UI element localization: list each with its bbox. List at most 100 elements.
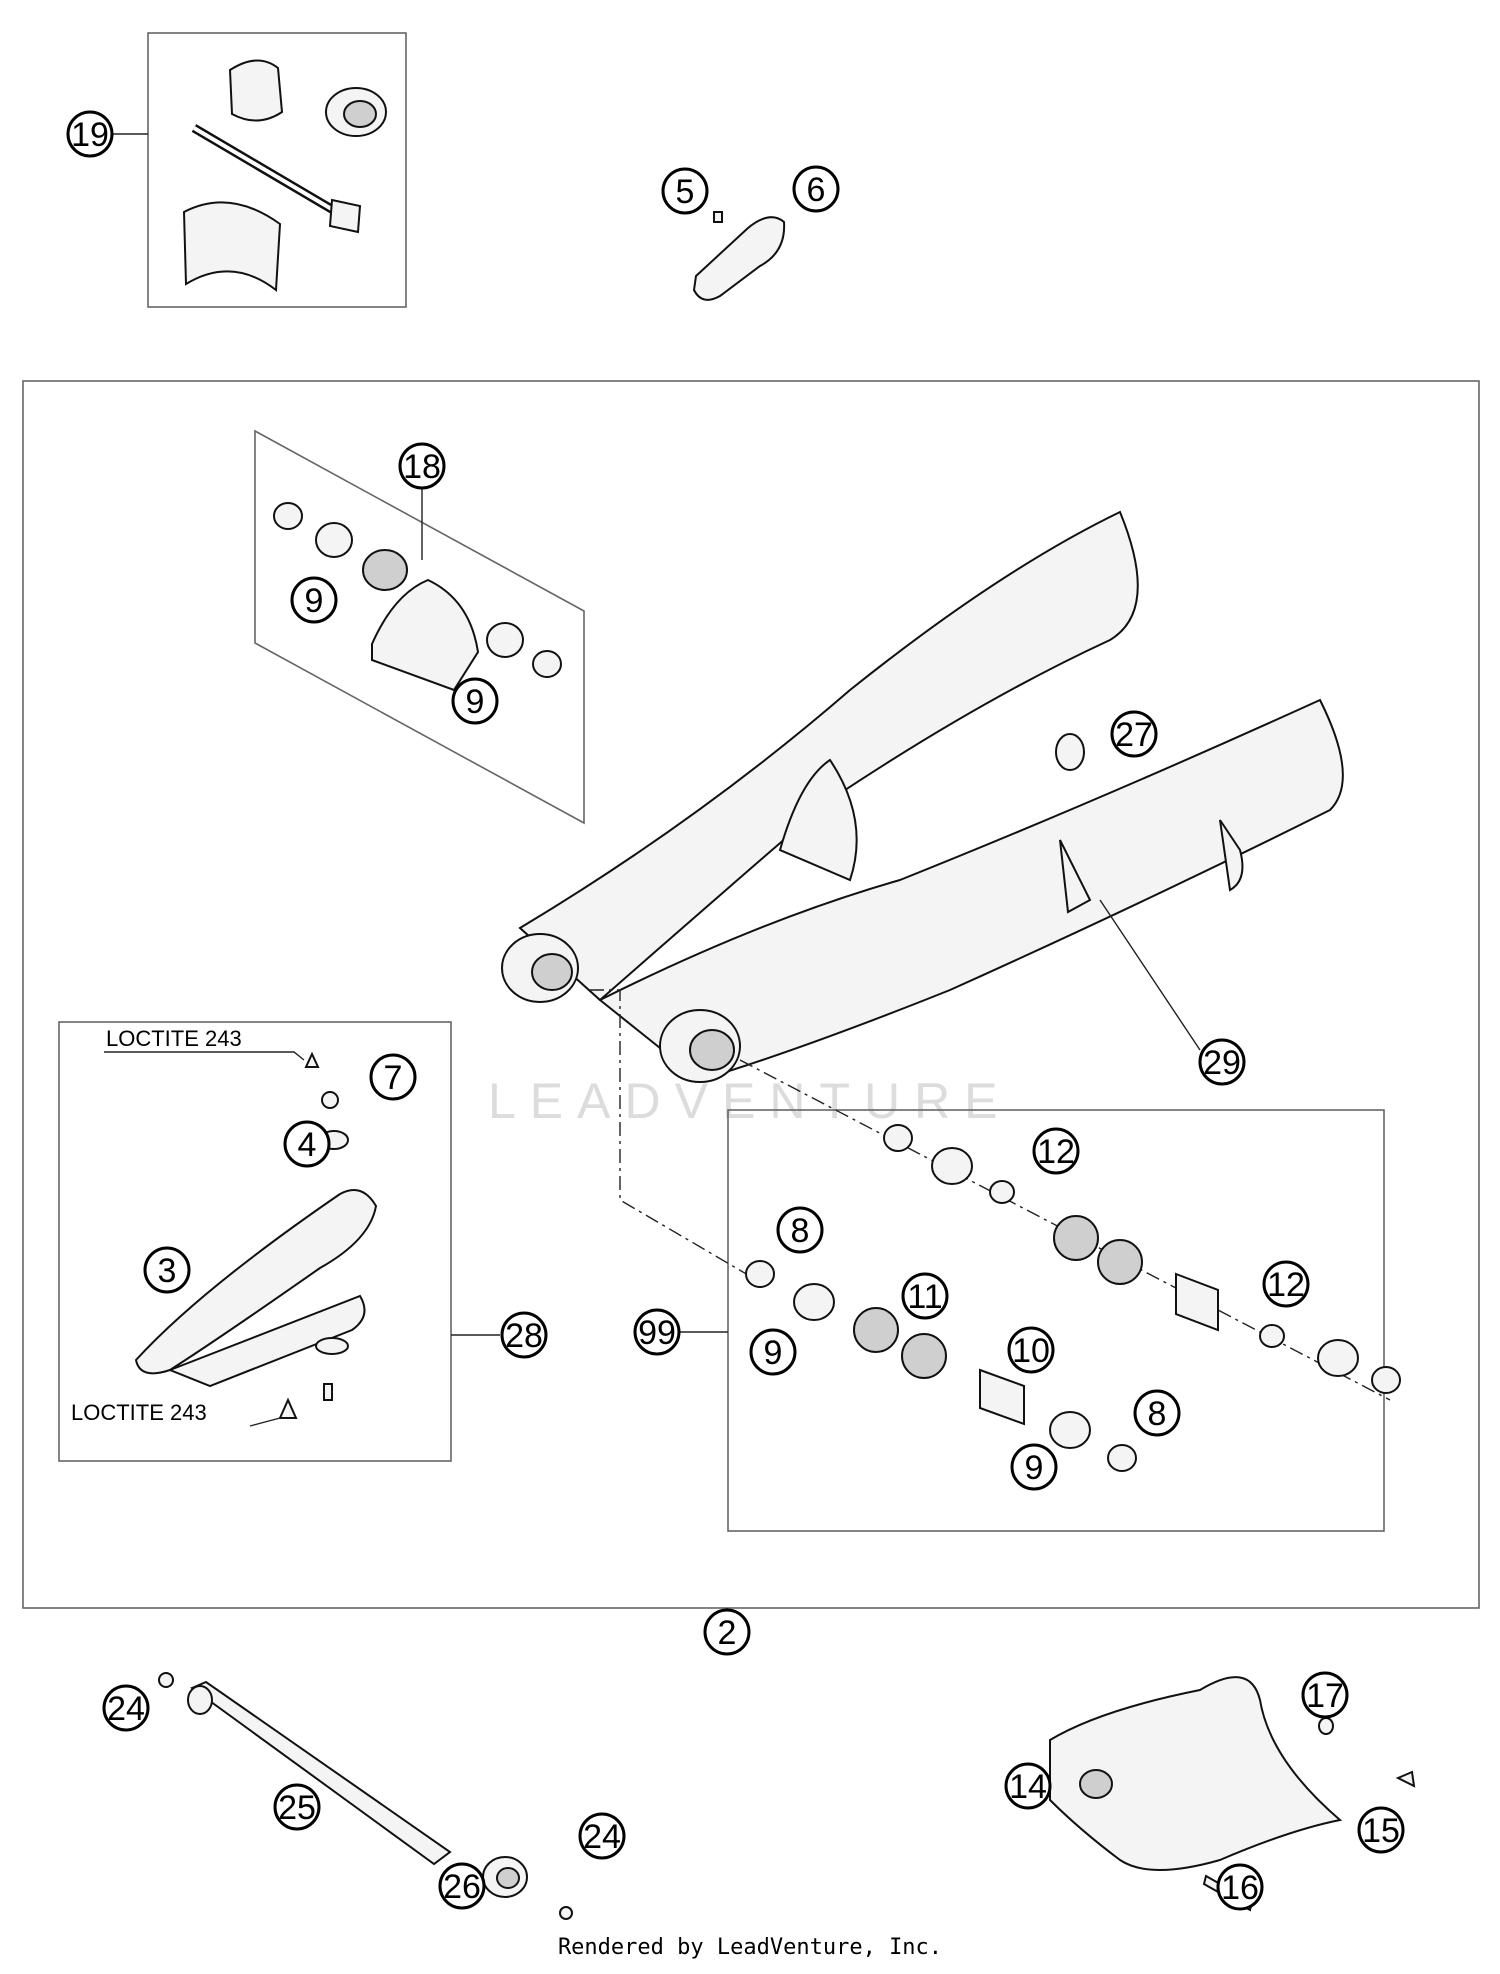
callout-8: 8 xyxy=(1133,1389,1181,1437)
callout-24: 24 xyxy=(102,1684,150,1732)
callout-circle xyxy=(578,1812,626,1860)
callout-circle xyxy=(776,1206,824,1254)
callout-number: 8 xyxy=(791,1212,810,1250)
callout-9: 9 xyxy=(290,576,338,624)
swingarm xyxy=(501,510,1344,1083)
callout-circle xyxy=(633,1308,681,1356)
callout-10: 10 xyxy=(1007,1326,1055,1374)
callout-number: 8 xyxy=(1148,1395,1167,1433)
callout-number: 19 xyxy=(71,116,109,154)
loctite-note-bottom: LOCTITE 243 xyxy=(71,1400,207,1425)
callout-12: 12 xyxy=(1032,1127,1080,1175)
callout-circle xyxy=(792,165,840,213)
box-bolt-kit-19 xyxy=(147,32,407,308)
callout-number: 12 xyxy=(1037,1133,1075,1171)
chain-guide-parts xyxy=(1049,1676,1416,1912)
callout-number: 6 xyxy=(807,171,826,209)
callout-18: 18 xyxy=(398,442,446,490)
callout-number: 16 xyxy=(1221,1869,1259,1907)
callout-11: 11 xyxy=(901,1272,949,1320)
callout-number: 28 xyxy=(505,1317,543,1355)
callout-circle xyxy=(1004,1762,1052,1810)
callout-circle xyxy=(500,1311,548,1359)
callout-circle xyxy=(1301,1671,1349,1719)
callout-8: 8 xyxy=(776,1206,824,1254)
callout-circle xyxy=(143,1246,191,1294)
callout-circle xyxy=(901,1272,949,1320)
callout-3: 3 xyxy=(143,1246,191,1294)
callout-number: 29 xyxy=(1203,1044,1241,1082)
callout-number: 11 xyxy=(907,1278,942,1316)
callout-number: 17 xyxy=(1306,1677,1344,1715)
bolt-kit-parts xyxy=(182,59,387,292)
axle-parts xyxy=(158,1672,573,1920)
callout-27: 27 xyxy=(1110,710,1158,758)
bearing-set-parts xyxy=(745,1124,1401,1472)
callout-25: 25 xyxy=(273,1783,321,1831)
callout-6: 6 xyxy=(792,165,840,213)
chain-slider-parts xyxy=(134,1051,378,1419)
callout-2: 2 xyxy=(703,1608,751,1656)
callout-28: 28 xyxy=(500,1311,548,1359)
callout-4: 4 xyxy=(283,1120,331,1168)
callout-circle xyxy=(1010,1443,1058,1491)
callout-16: 16 xyxy=(1216,1863,1264,1911)
callout-circle xyxy=(398,442,446,490)
box-swingarm-assembly-2 xyxy=(22,380,1480,1609)
loctite-note-top: LOCTITE 243 xyxy=(106,1026,242,1051)
callout-number: 4 xyxy=(298,1126,317,1164)
callout-circle xyxy=(1007,1326,1055,1374)
callout-circle xyxy=(1032,1127,1080,1175)
footer-credit: Rendered by LeadVenture, Inc. xyxy=(557,1935,943,1960)
callout-17: 17 xyxy=(1301,1671,1349,1719)
callout-number: 9 xyxy=(764,1334,783,1372)
callout-number: 24 xyxy=(107,1690,145,1728)
callout-number: 15 xyxy=(1362,1812,1400,1850)
callout-number: 14 xyxy=(1009,1768,1047,1806)
callout-number: 10 xyxy=(1012,1332,1050,1370)
callout-circle xyxy=(749,1328,797,1376)
callout-number: 9 xyxy=(305,582,324,620)
callout-number: 26 xyxy=(443,1868,481,1906)
clamp-parts-5-6 xyxy=(692,211,786,301)
bearing-kit-parts xyxy=(273,502,562,692)
callout-circle xyxy=(703,1608,751,1656)
callout-circle xyxy=(1198,1038,1246,1086)
callout-15: 15 xyxy=(1357,1806,1405,1854)
callout-circle xyxy=(290,576,338,624)
watermark-text: LEADVENTURE xyxy=(488,1073,1012,1129)
callout-19: 19 xyxy=(66,110,114,158)
callout-number: 27 xyxy=(1115,716,1153,754)
box-bearing-kit-18 xyxy=(254,429,585,825)
callout-circle xyxy=(102,1684,150,1732)
callout-circle xyxy=(438,1862,486,1910)
callout-number: 9 xyxy=(1025,1449,1044,1487)
callout-9: 9 xyxy=(451,677,499,725)
callout-number: 2 xyxy=(718,1614,737,1652)
callout-circle xyxy=(1110,710,1158,758)
callout-12: 12 xyxy=(1262,1260,1310,1308)
callout-circle xyxy=(273,1783,321,1831)
callout-circle xyxy=(369,1053,417,1101)
callout-circle xyxy=(1133,1389,1181,1437)
callout-26: 26 xyxy=(438,1862,486,1910)
callout-9: 9 xyxy=(749,1328,797,1376)
callout-number: 7 xyxy=(384,1059,403,1097)
callout-5: 5 xyxy=(661,167,709,215)
callout-circle xyxy=(661,167,709,215)
callout-14: 14 xyxy=(1004,1762,1052,1810)
callout-number: 9 xyxy=(466,683,485,721)
callout-circle xyxy=(1357,1806,1405,1854)
callout-number: 3 xyxy=(158,1252,177,1290)
callout-number: 5 xyxy=(676,173,695,211)
callout-circle xyxy=(1262,1260,1310,1308)
box-bearing-set-99 xyxy=(727,1109,1385,1532)
callout-number: 25 xyxy=(278,1789,316,1827)
callout-7: 7 xyxy=(369,1053,417,1101)
callout-number: 12 xyxy=(1267,1266,1305,1304)
callout-number: 24 xyxy=(583,1818,621,1856)
callout-circle xyxy=(283,1120,331,1168)
callout-circle xyxy=(1216,1863,1264,1911)
